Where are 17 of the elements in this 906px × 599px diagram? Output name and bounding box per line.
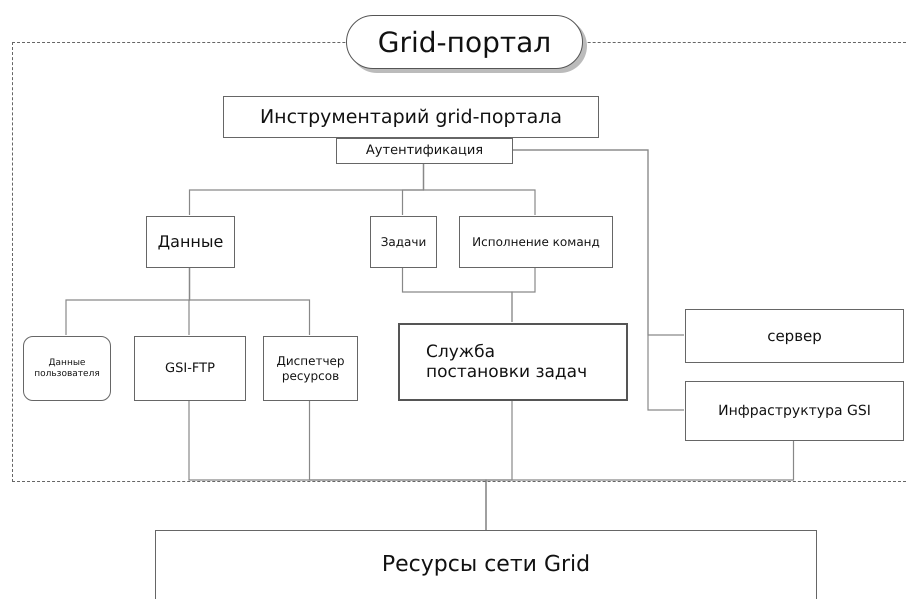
connector-line (485, 440, 794, 530)
process-box: Задачи (370, 216, 437, 268)
process-box: Исполнение команд (459, 216, 613, 268)
process-box: сервер (685, 309, 904, 363)
rounded-box: Данные пользователя (23, 336, 111, 401)
process-box: Аутентификация (336, 138, 513, 164)
process-box: Служба постановки задач (398, 323, 628, 401)
process-box: Данные (146, 216, 235, 268)
process-box: Инструментарий grid-портала (223, 96, 599, 138)
process-box: Диспетчер ресурсов (263, 336, 358, 401)
connector-line (422, 163, 536, 215)
connector-line (512, 149, 684, 411)
connector-line (511, 267, 536, 322)
process-box: GSI-FTP (134, 336, 246, 401)
process-box: Инфраструктура GSI (685, 381, 904, 441)
connector-line (188, 267, 310, 335)
resource-box: Ресурсы сети Grid (155, 530, 817, 599)
